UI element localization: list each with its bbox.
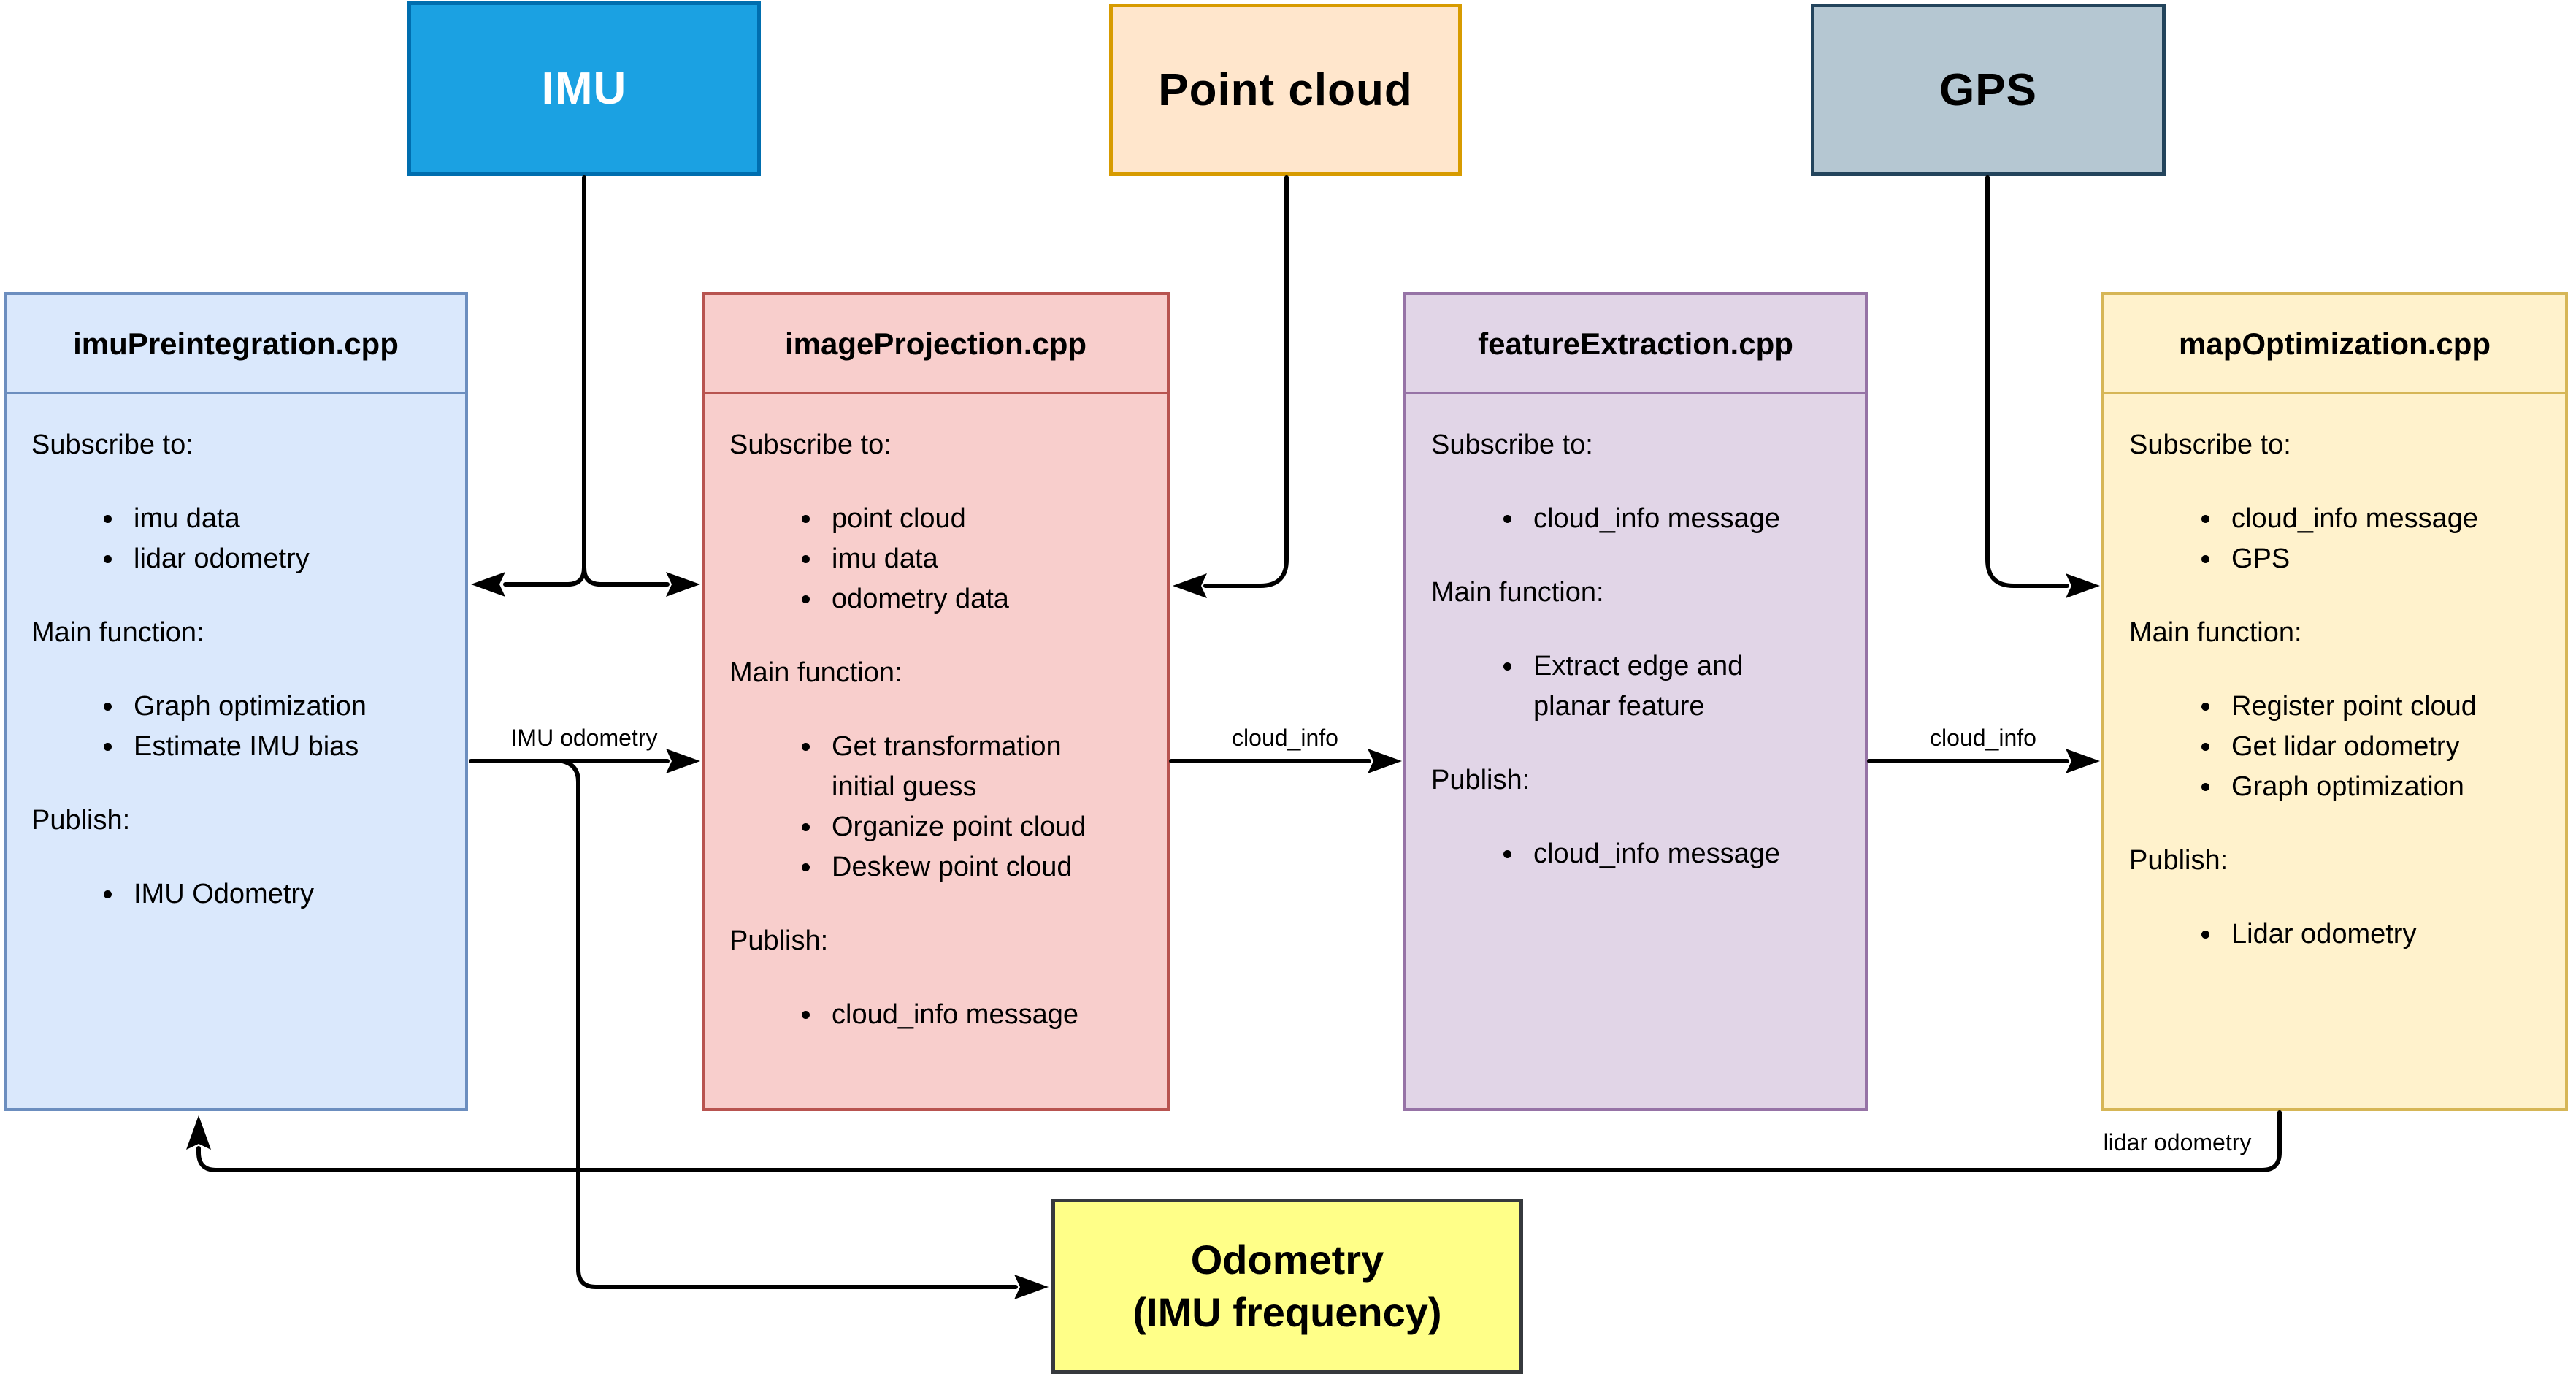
- edge-imu-to-imupreintegration: [503, 175, 586, 587]
- bullet-list: Lidar odometry: [2129, 914, 2546, 955]
- list-item: Get transformation initial guess: [823, 727, 1087, 807]
- node-image-projection-body: Subscribe to: point cloud imu data odome…: [705, 394, 1167, 1035]
- list-item: Graph optimization: [125, 687, 446, 727]
- source-box-point-cloud-label: Point cloud: [1158, 64, 1413, 115]
- arrowhead-feedback-up: [186, 1115, 211, 1150]
- list-item: IMU Odometry: [125, 874, 446, 914]
- bullet-list: cloud_info message: [1431, 499, 1846, 539]
- bullet-list: Register point cloud Get lidar odometry …: [2129, 687, 2546, 807]
- bullet-list: cloud_info message: [729, 995, 1148, 1035]
- section-heading: Subscribe to:: [31, 429, 193, 460]
- list-item: cloud_info message: [1525, 834, 1846, 874]
- arrowhead-into-imageprojection-right: [1173, 573, 1207, 598]
- list-item: point cloud: [823, 499, 1148, 539]
- list-item: Deskew point cloud: [823, 847, 1148, 887]
- list-item: imu data: [823, 539, 1148, 579]
- list-item: Extract edge and planar feature: [1525, 646, 1782, 727]
- list-item: cloud_info message: [1525, 499, 1846, 539]
- bullet-list: Graph optimization Estimate IMU bias: [31, 687, 446, 767]
- section-heading: Publish:: [31, 805, 131, 836]
- node-title-text: imageProjection.cpp: [784, 326, 1087, 361]
- node-image-projection: imageProjection.cpp Subscribe to: point …: [702, 292, 1170, 1111]
- node-title-text: imuPreintegration.cpp: [73, 326, 399, 361]
- source-box-imu-label: IMU: [541, 64, 627, 114]
- list-item: Get lidar odometry: [2223, 727, 2546, 767]
- node-map-optimization: mapOptimization.cpp Subscribe to: cloud_…: [2101, 292, 2568, 1111]
- section-heading: Subscribe to:: [729, 429, 892, 460]
- section-heading: Subscribe to:: [2129, 429, 2291, 460]
- section-heading: Main function:: [1431, 577, 1604, 608]
- sink-box-odometry-line2: (IMU frequency): [1132, 1289, 1442, 1335]
- bullet-list: Extract edge and planar feature: [1431, 646, 1846, 727]
- node-feature-extraction-body: Subscribe to: cloud_info message Main fu…: [1406, 394, 1865, 874]
- edge-lidar-odometry-feedback: [196, 1110, 2282, 1172]
- list-item: Register point cloud: [2223, 687, 2546, 727]
- list-item: odometry data: [823, 579, 1148, 619]
- node-image-projection-title: imageProjection.cpp: [705, 295, 1167, 394]
- arrowhead-cloudinfo-2: [2066, 749, 2100, 773]
- section-heading: Subscribe to:: [1431, 429, 1593, 460]
- source-box-imu: IMU: [407, 1, 761, 176]
- edge-pointcloud-to-imageprojection: [1203, 175, 1289, 588]
- node-map-optimization-body: Subscribe to: cloud_info message GPS Mai…: [2104, 394, 2565, 955]
- list-item: imu data: [125, 499, 446, 539]
- node-title-text: mapOptimization.cpp: [2178, 326, 2491, 361]
- arrowhead-into-sink: [1014, 1275, 1049, 1299]
- list-item: cloud_info message: [823, 995, 1148, 1035]
- bullet-list: point cloud imu data odometry data: [729, 499, 1148, 619]
- section-heading: Publish:: [1431, 765, 1530, 795]
- node-imu-preintegration-body: Subscribe to: imu data lidar odometry Ma…: [7, 394, 465, 914]
- source-box-gps-label: GPS: [1939, 64, 2037, 115]
- bullet-list: Get transformation initial guess Organiz…: [729, 727, 1148, 887]
- section-heading: Main function:: [31, 617, 204, 648]
- arrowhead-into-imageprojection-left-top: [666, 572, 700, 597]
- sink-box-odometry: Odometry (IMU frequency): [1051, 1199, 1523, 1374]
- sink-box-odometry-line1: Odometry: [1190, 1237, 1384, 1283]
- section-heading: Publish:: [729, 925, 829, 956]
- source-box-gps: GPS: [1811, 4, 2166, 176]
- edge-label-cloud-info-2: cloud_info: [1925, 725, 2041, 751]
- node-feature-extraction-title: featureExtraction.cpp: [1406, 295, 1865, 394]
- list-item: Estimate IMU bias: [125, 727, 446, 767]
- arrowhead-into-imupreintegration-right: [471, 572, 505, 597]
- bullet-list: IMU Odometry: [31, 874, 446, 914]
- section-heading: Main function:: [2129, 617, 2302, 648]
- edge-label-lidar-odometry: lidar odometry: [2098, 1129, 2256, 1155]
- arrowhead-into-mapoptimization-left-top: [2066, 573, 2100, 598]
- edge-gps-to-mapoptimization: [1985, 175, 2069, 588]
- node-feature-extraction: featureExtraction.cpp Subscribe to: clou…: [1403, 292, 1868, 1111]
- bullet-list: imu data lidar odometry: [31, 499, 446, 579]
- arrowhead-imu-odometry: [666, 749, 700, 773]
- list-item: Graph optimization: [2223, 767, 2546, 807]
- node-imu-preintegration: imuPreintegration.cpp Subscribe to: imu …: [4, 292, 468, 1111]
- list-item: GPS: [2223, 539, 2546, 579]
- section-heading: Main function:: [729, 657, 902, 688]
- edge-label-imu-odometry: IMU odometry: [506, 725, 662, 751]
- node-title-text: featureExtraction.cpp: [1478, 326, 1793, 361]
- edge-imu-to-imageprojection: [582, 565, 670, 587]
- list-item: lidar odometry: [125, 539, 446, 579]
- node-map-optimization-title: mapOptimization.cpp: [2104, 295, 2565, 394]
- bullet-list: cloud_info message GPS: [2129, 499, 2546, 579]
- list-item: Lidar odometry: [2223, 914, 2546, 955]
- source-box-point-cloud: Point cloud: [1109, 4, 1462, 176]
- bullet-list: cloud_info message: [1431, 834, 1846, 874]
- arrowhead-cloudinfo-1: [1368, 749, 1402, 773]
- list-item: cloud_info message: [2223, 499, 2546, 539]
- node-imu-preintegration-title: imuPreintegration.cpp: [7, 295, 465, 394]
- list-item: Organize point cloud: [823, 807, 1148, 847]
- section-heading: Publish:: [2129, 845, 2228, 876]
- edge-label-cloud-info-1: cloud_info: [1227, 725, 1343, 751]
